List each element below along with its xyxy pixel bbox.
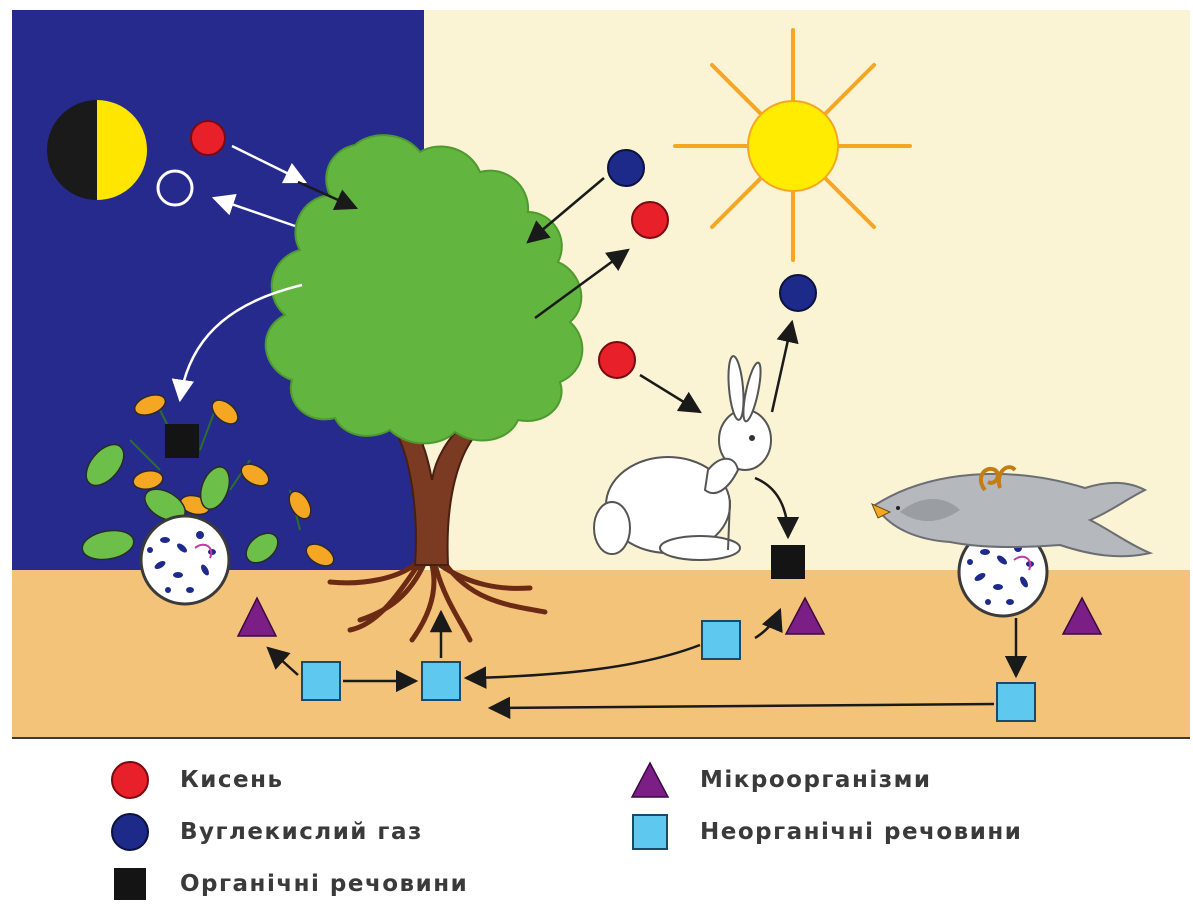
organic-matter-rabbit — [771, 545, 805, 579]
legend-label-co2: Вуглекислий газ — [180, 819, 423, 845]
oxygen-molecule-left — [191, 121, 225, 155]
oxygen-molecule-rabbit — [599, 342, 635, 378]
legend-organic: Органічні речовини — [108, 862, 468, 906]
legend-label-oxygen: Кисень — [180, 767, 284, 793]
co2-molecule-tree — [608, 150, 644, 186]
diagram-illustration — [0, 0, 1193, 760]
red-circle-icon — [108, 758, 152, 802]
legend-co2: Вуглекислий газ — [108, 810, 423, 854]
black-square-icon — [108, 862, 152, 906]
legend-inorganic: Неорганічні речовини — [628, 810, 1022, 854]
moon-icon — [47, 100, 147, 200]
legend-oxygen: Кисень — [108, 758, 284, 802]
legend-microorganisms: Мікроорганізми — [628, 758, 932, 802]
legend-label-microorganisms: Мікроорганізми — [700, 767, 932, 793]
purple-triangle-icon — [628, 758, 672, 802]
oxygen-molecule-tree — [632, 202, 668, 238]
inorganic-matter-4 — [997, 683, 1035, 721]
inorganic-matter-2 — [422, 662, 460, 700]
legend-label-inorganic: Неорганічні речовини — [700, 819, 1022, 845]
blue-circle-icon — [108, 810, 152, 854]
inorganic-matter-1 — [302, 662, 340, 700]
organic-matter-leaves — [165, 424, 199, 458]
legend-label-organic: Органічні речовини — [180, 871, 468, 897]
microbes-circle-left — [141, 516, 229, 604]
co2-molecule-rabbit — [780, 275, 816, 311]
inorganic-matter-3 — [702, 621, 740, 659]
light-blue-square-icon — [628, 810, 672, 854]
